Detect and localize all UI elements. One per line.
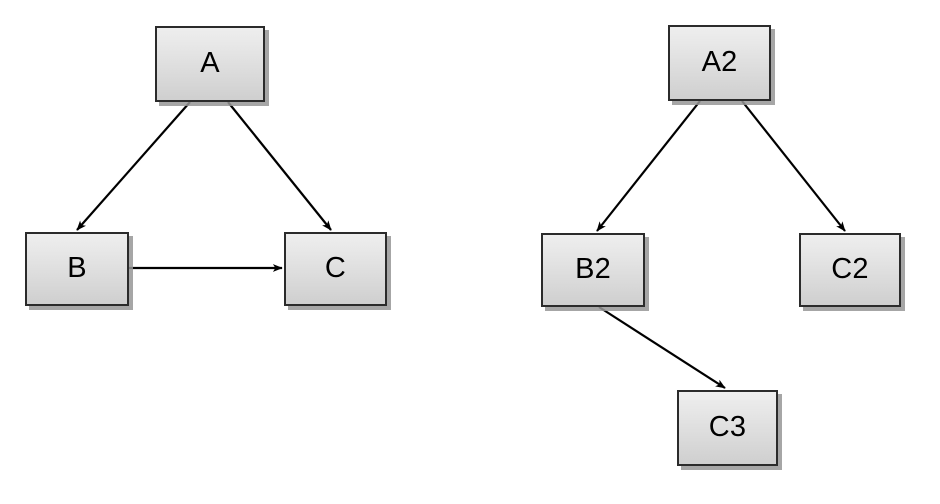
node-label-c: C [324,251,347,284]
node-c[interactable]: C [284,232,387,306]
node-label-c3: C3 [708,410,747,443]
node-label-b: B [67,251,87,284]
edge-a-to-c [227,101,332,231]
edge-b2-to-c3 [598,306,726,389]
node-c3[interactable]: C3 [677,390,778,466]
node-a2[interactable]: A2 [668,25,771,101]
node-label-b2: B2 [575,252,611,285]
edge-a-to-b [76,101,191,231]
node-label-a: A [200,46,220,79]
edge-a2-to-b2 [596,100,701,232]
edge-a2-to-c2 [741,100,846,232]
node-b[interactable]: B [25,232,129,306]
node-a[interactable]: A [155,26,265,102]
node-label-c2: C2 [831,252,869,285]
node-label-a2: A2 [701,45,738,78]
node-c2[interactable]: C2 [799,233,901,307]
edges-group [76,100,846,389]
node-b2[interactable]: B2 [541,233,645,307]
